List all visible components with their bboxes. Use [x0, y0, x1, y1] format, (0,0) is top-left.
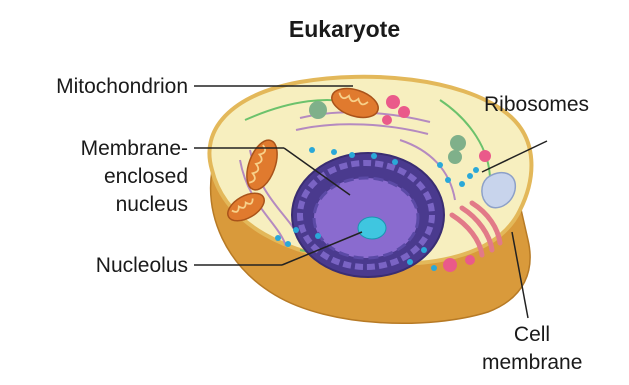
label-nucleus-line3: nucleus	[116, 192, 188, 217]
diagram-title: Eukaryote	[0, 16, 629, 43]
label-nucleolus: Nucleolus	[96, 253, 188, 278]
label-cell-membrane-line1: Cell	[482, 322, 582, 347]
label-mitochondrion: Mitochondrion	[56, 74, 188, 99]
label-nucleus-line1: Membrane-	[81, 136, 188, 161]
label-nucleus-line2: enclosed	[104, 164, 188, 189]
label-ribosomes: Ribosomes	[484, 92, 589, 117]
nucleolus	[358, 217, 386, 239]
nucleus	[292, 153, 444, 277]
label-cell-membrane-line2: membrane	[482, 350, 582, 375]
